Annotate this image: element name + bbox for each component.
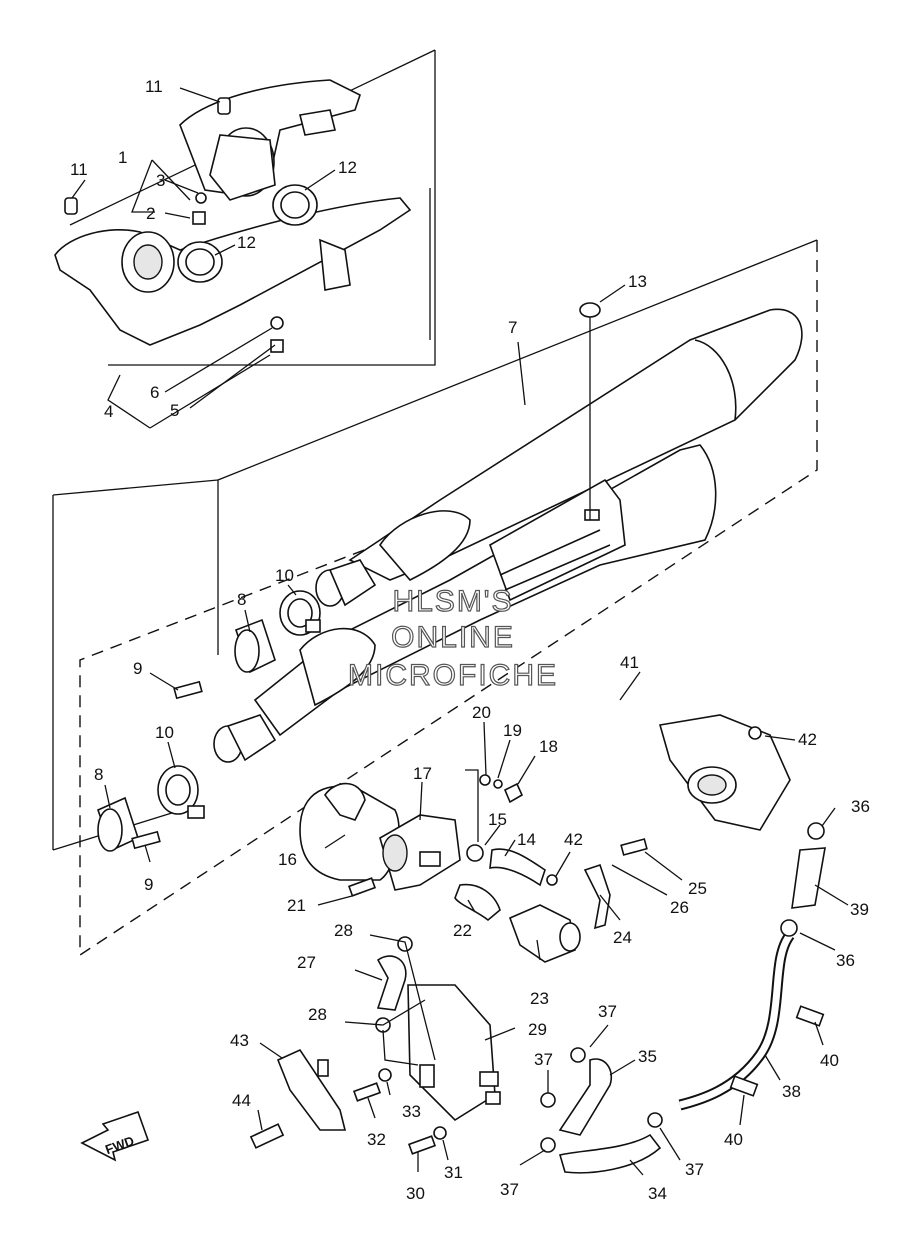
bolts-30-33 <box>352 1068 447 1155</box>
callout-41: 41 <box>620 653 639 672</box>
callout-17: 17 <box>413 764 432 783</box>
callout-37a: 37 <box>598 1002 617 1021</box>
callout-27: 27 <box>297 953 316 972</box>
intake-flange <box>658 714 791 831</box>
callout-26: 26 <box>670 898 689 917</box>
watermark-line-3: MICROFICHE <box>348 659 558 692</box>
callout-4: 4 <box>104 402 113 421</box>
hose-34 <box>558 1133 662 1174</box>
callout-38: 38 <box>782 1082 801 1101</box>
bracket-43 <box>276 1048 347 1131</box>
callout-29: 29 <box>528 1020 547 1039</box>
callout-16: 16 <box>278 850 297 869</box>
callout-6: 6 <box>150 383 159 402</box>
callout-13: 13 <box>628 272 647 291</box>
watermark-line-1: HLSM'S <box>392 585 513 618</box>
callout-8b: 8 <box>94 765 103 784</box>
upper-muffler <box>315 308 803 607</box>
callout-11a: 11 <box>145 77 163 96</box>
front-header-pipe <box>54 197 412 346</box>
callout-37d: 37 <box>500 1180 519 1199</box>
callout-11b: 11 <box>70 160 88 179</box>
cover-16 <box>299 782 400 881</box>
callout-42a: 42 <box>798 730 817 749</box>
callout-24: 24 <box>613 928 632 947</box>
callout-10a: 10 <box>275 566 294 585</box>
callout-34: 34 <box>648 1184 667 1203</box>
callout-7: 7 <box>508 318 517 337</box>
callout-5: 5 <box>170 401 179 420</box>
gasket-8-lower <box>97 796 139 852</box>
callout-42b: 42 <box>564 830 583 849</box>
callout-21: 21 <box>287 896 306 915</box>
bracket-24 <box>583 863 611 930</box>
callout-28a: 28 <box>334 921 353 940</box>
bolt-25 <box>620 838 648 856</box>
muffler-bracket <box>489 478 626 602</box>
air-valve-23 <box>508 904 581 963</box>
callout-10b: 10 <box>155 723 174 742</box>
clamps-36-37-42-28 <box>375 726 825 1153</box>
callout-33: 33 <box>402 1102 421 1121</box>
callout-32: 32 <box>367 1130 386 1149</box>
callout-30: 30 <box>406 1184 425 1203</box>
watermark-line-2: ONLINE <box>391 621 515 654</box>
callout-40a: 40 <box>820 1051 839 1070</box>
callout-18: 18 <box>539 737 558 756</box>
callout-44: 44 <box>232 1091 251 1110</box>
hose-39 <box>791 847 826 909</box>
callout-14: 14 <box>517 830 536 849</box>
callout-36a: 36 <box>851 797 870 816</box>
callout-12b: 12 <box>237 233 256 252</box>
callout-20: 20 <box>472 703 491 722</box>
bolts-40 <box>729 1005 825 1097</box>
callout-37b: 37 <box>534 1050 553 1069</box>
callout-28b: 28 <box>308 1005 327 1024</box>
valve-body-29 <box>407 984 501 1122</box>
callout-36b: 36 <box>836 951 855 970</box>
callout-43: 43 <box>230 1031 249 1050</box>
callout-9a: 9 <box>133 659 142 678</box>
callout-labels: 1 2 3 4 5 6 7 8 8 9 9 10 10 11 11 12 12 … <box>70 77 870 1203</box>
callout-19: 19 <box>503 721 522 740</box>
rear-header-pipe <box>179 79 361 201</box>
bolt-44 <box>249 1123 285 1149</box>
callout-15: 15 <box>488 810 507 829</box>
pipe-38 <box>678 931 795 1111</box>
callout-2: 2 <box>146 204 155 223</box>
watermark: HLSM'S ONLINE MICROFICHE <box>347 584 558 692</box>
bolts-9 <box>131 680 203 850</box>
callout-35: 35 <box>638 1047 657 1066</box>
small-parts-18-20 <box>479 774 524 804</box>
clamp-10-lower <box>157 765 205 819</box>
reed-valve-17 <box>379 814 461 891</box>
callout-12a: 12 <box>338 158 357 177</box>
hoses-14-15-22 <box>454 844 546 922</box>
callout-25: 25 <box>688 879 707 898</box>
callout-39: 39 <box>850 900 869 919</box>
callout-1: 1 <box>118 148 127 167</box>
callout-23: 23 <box>530 989 549 1008</box>
leader-lines <box>71 87 849 1176</box>
callout-9b: 9 <box>144 875 153 894</box>
callout-22: 22 <box>453 921 472 940</box>
callout-37c: 37 <box>685 1160 704 1179</box>
callout-8a: 8 <box>237 590 246 609</box>
callout-3: 3 <box>156 171 165 190</box>
bolt-13 <box>579 302 601 520</box>
gasket-8-upper <box>234 618 276 674</box>
bolt-21 <box>347 877 377 897</box>
callout-40b: 40 <box>724 1130 743 1149</box>
fwd-arrow-icon: FWD <box>80 1110 150 1162</box>
callout-31: 31 <box>444 1163 463 1182</box>
header-fasteners <box>64 97 284 353</box>
gaskets-upper <box>177 184 318 283</box>
hose-27 <box>376 955 407 1011</box>
hose-35 <box>558 1058 612 1136</box>
clamp-10-upper <box>279 590 321 636</box>
